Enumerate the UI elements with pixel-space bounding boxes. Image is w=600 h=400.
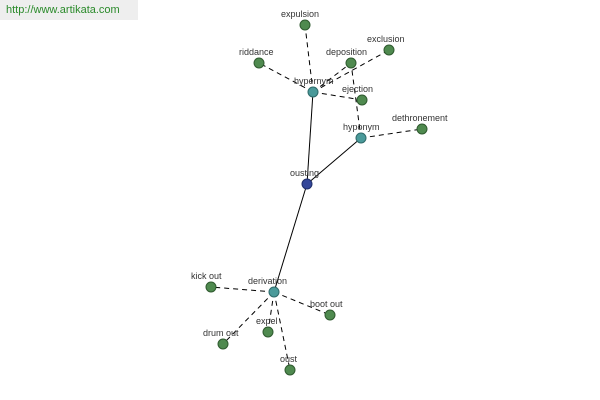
edge-hypernym-deposition [312,62,352,93]
label-dethronement: dethronement [392,113,448,123]
edge-derivation-kick-out [210,286,275,293]
node-expel[interactable] [262,326,274,338]
node-ejection[interactable] [356,94,368,106]
node-hyponym[interactable] [355,132,367,144]
edge-hyponym-deposition [350,62,362,139]
edge-hypernym-expulsion [304,24,314,93]
label-expulsion: expulsion [281,9,319,19]
label-expel: expel [256,316,278,326]
label-kick-out: kick out [191,271,222,281]
node-derivation[interactable] [268,286,280,298]
label-ousting: ousting [290,168,319,178]
node-ousting[interactable] [301,178,313,190]
node-boot-out[interactable] [324,309,336,321]
edge-derivation-oust [273,291,291,371]
node-oust[interactable] [284,364,296,376]
edge-hypernym-exclusion [312,49,390,93]
node-deposition[interactable] [345,57,357,69]
node-dethronement[interactable] [416,123,428,135]
edge-hyponym-dethronement [360,128,423,139]
edge-derivation-expel [267,291,275,333]
label-derivation: derivation [248,276,287,286]
node-drum-out[interactable] [217,338,229,350]
label-deposition: deposition [326,47,367,57]
node-kick-out[interactable] [205,281,217,293]
node-exclusion[interactable] [383,44,395,56]
node-hypernym[interactable] [307,86,319,98]
source-watermark: http://www.artikata.com [0,0,138,20]
edge-derivation-drum-out [222,291,275,345]
edge-center-hyponym [306,137,362,185]
label-oust: oust [280,354,298,364]
edge-center-hypernym [306,91,314,185]
label-exclusion: exclusion [367,34,405,44]
label-ejection: ejection [342,84,373,94]
label-boot-out: boot out [310,299,343,309]
node-expulsion[interactable] [299,19,311,31]
edge-derivation-boot-out [273,291,331,316]
label-drum-out: drum out [203,328,239,338]
edge-center-derivation [273,183,308,293]
node-riddance[interactable] [253,57,265,69]
label-hyponym: hyponym [343,122,380,132]
edge-hypernym-riddance [258,62,314,93]
label-riddance: riddance [239,47,274,57]
label-hypernym: hypernym [294,76,334,86]
